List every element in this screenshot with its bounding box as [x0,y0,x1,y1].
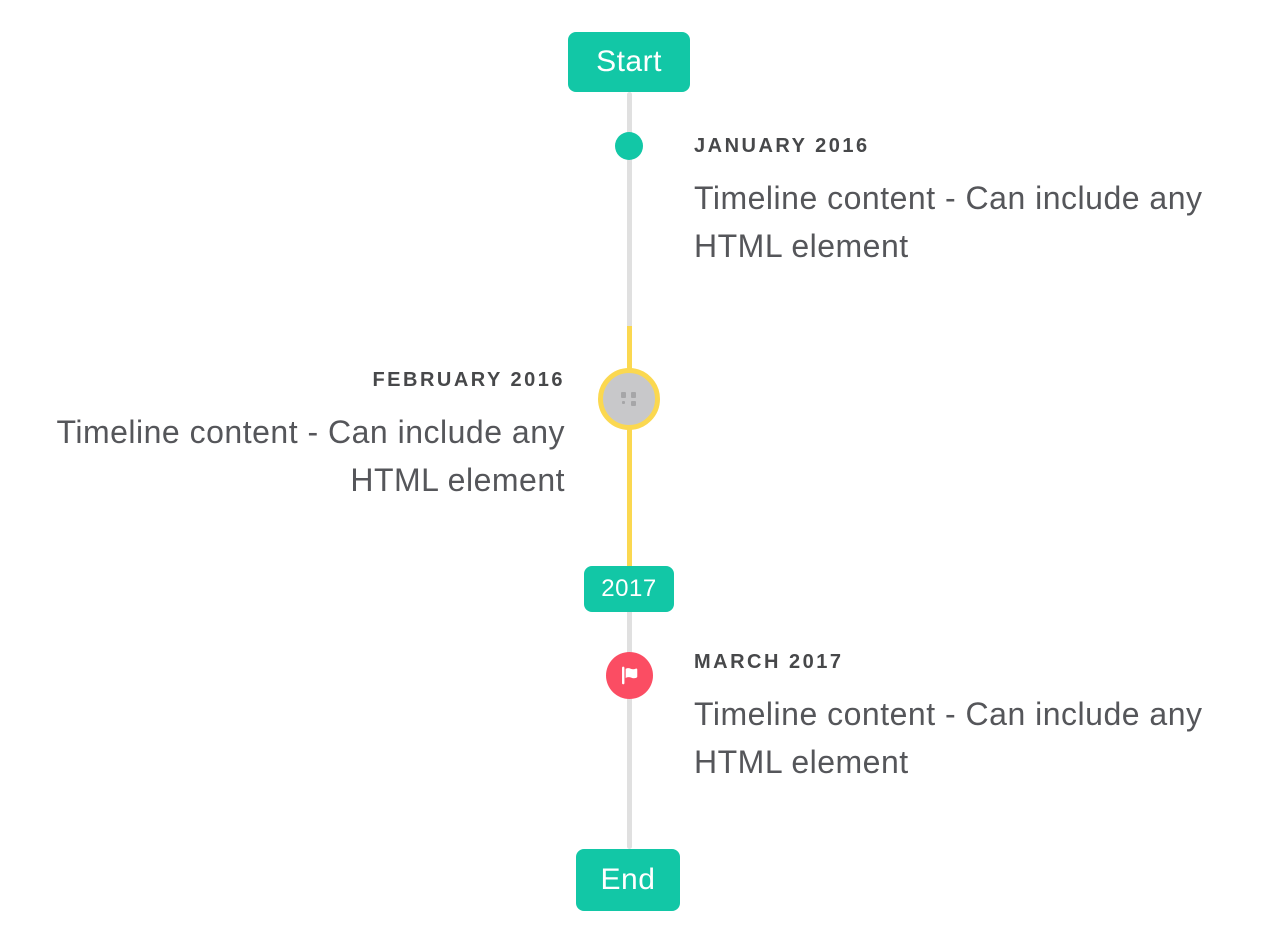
marker-image-circle [598,368,660,430]
period-label: JANUARY 2016 [694,135,870,157]
timeline-item-march-2017: MARCH 2017 Timeline content - Can includ… [694,644,1239,786]
flag-icon [622,666,638,685]
marker-flag-circle [606,652,653,699]
period-label: MARCH 2017 [694,651,844,673]
marker-dot-icon [615,132,643,160]
timeline-end-badge: End [576,849,680,911]
timeline-year-badge: 2017 [584,566,674,612]
item-content: Timeline content - Can include any HTML … [56,414,565,498]
item-content: Timeline content - Can include any HTML … [694,180,1203,264]
broken-image-icon [620,392,638,406]
item-content: Timeline content - Can include any HTML … [694,696,1203,780]
timeline-line-highlight [627,326,632,566]
timeline-item-january-2016: JANUARY 2016 Timeline content - Can incl… [694,128,1239,270]
period-label: FEBRUARY 2016 [372,369,565,391]
timeline-item-february-2016: FEBRUARY 2016 Timeline content - Can inc… [20,362,565,504]
timeline-start-badge: Start [568,32,690,92]
